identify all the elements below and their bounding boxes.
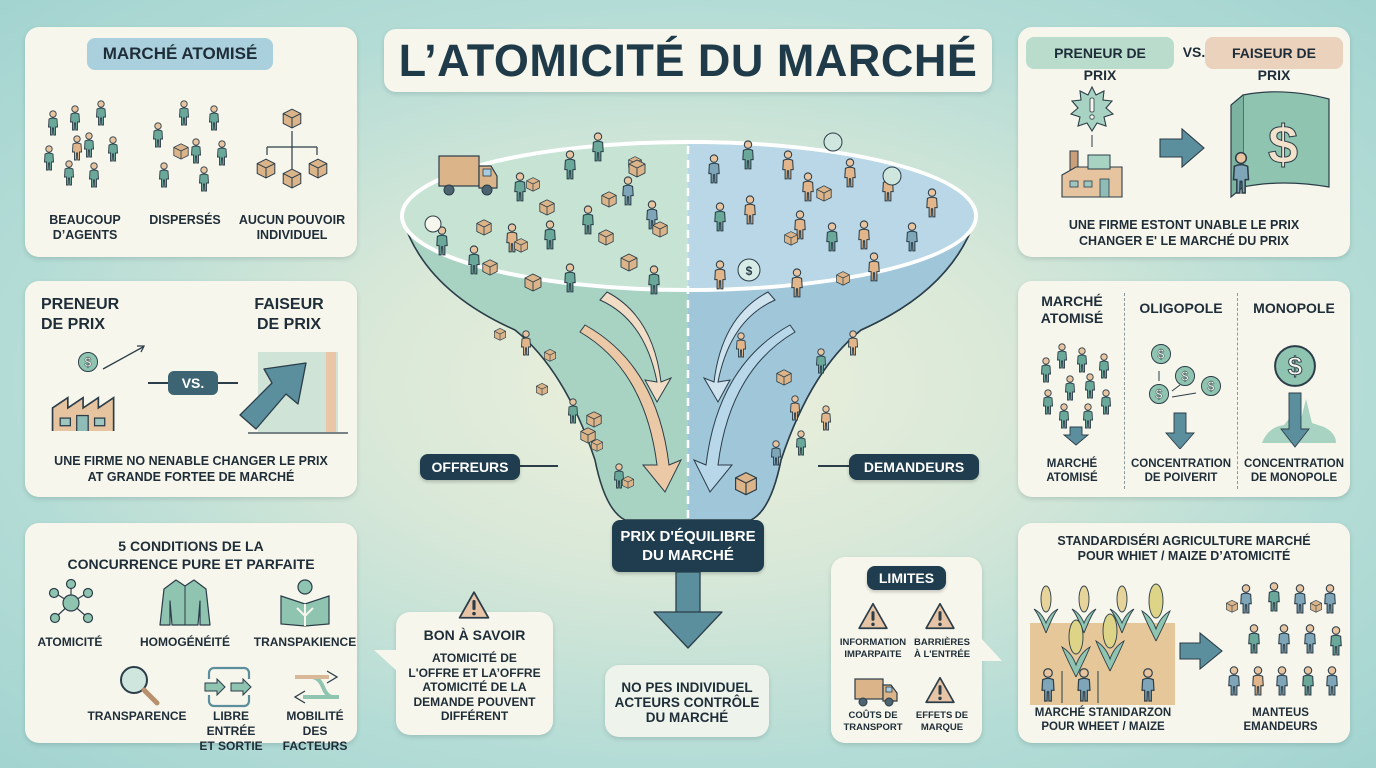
offreurs-connector <box>518 465 558 467</box>
demandeurs-connector <box>818 465 852 467</box>
price-maker-arrow-icon <box>238 349 348 445</box>
offreurs-label: OFFREURS <box>420 454 520 480</box>
vs-badge: VS. <box>168 371 218 395</box>
structure-monopole-title: MONOPOLE <box>1253 300 1335 316</box>
faiseur-pill: FAISEUR DE PRIX <box>1205 37 1343 83</box>
buyers-crowd-icon <box>1223 581 1348 706</box>
structure-oligopole-title: OLIGOPOLE <box>1139 300 1223 316</box>
shirt-icon <box>158 577 212 629</box>
monopole-coin-icon <box>1254 339 1344 449</box>
factory-alert-icon <box>1056 85 1128 205</box>
market-funnel: $ <box>395 120 995 550</box>
title-banner: L’ATOMICITÉ DU MARCHÉ <box>384 29 992 92</box>
warning-icon <box>924 601 956 631</box>
bon-a-savoir-warning-icon <box>457 590 491 620</box>
callout-tail <box>980 637 1002 661</box>
bon-a-savoir-heading: BON À SAVOIR <box>423 627 526 643</box>
vs-text: VS. <box>1182 44 1206 60</box>
panel-marche-atomise: MARCHÉ ATOMISÉ <box>25 27 357 257</box>
svg-text:$: $ <box>1268 115 1298 175</box>
atomised-crowd-icon <box>1038 339 1118 449</box>
panel-preneur-faiseur-right: PRENEUR DE PRIX VS. FAISEUR DE PRIX $ UN… <box>1018 27 1350 257</box>
label-disperses: DISPERSÉS <box>149 213 221 227</box>
price-maker-dollar-icon: $ <box>1223 87 1333 202</box>
label-homogeneite: HOMOGÉNÉITÉ <box>139 635 230 649</box>
label-transparence: TRANSPARENCE <box>87 709 187 723</box>
open-book-icon <box>279 578 331 628</box>
demandeurs-label: DEMANDEURS <box>849 454 979 480</box>
panel-heading: MARCHÉ ATOMISÉ <box>87 38 273 70</box>
warning-icon <box>924 675 956 705</box>
preneur-pill: PRENEUR DE PRIX <box>1026 37 1174 83</box>
svg-text:$: $ <box>746 264 753 278</box>
page-title: L’ATOMICITÉ DU MARCHÉ <box>398 35 978 86</box>
dispersed-people-icon <box>150 100 230 205</box>
boxes-split-icon <box>253 107 333 197</box>
right-arrow-icon <box>1178 631 1224 671</box>
callout-tail <box>374 650 398 672</box>
column-divider <box>1237 293 1238 489</box>
limites-heading: LIMITES <box>867 566 946 590</box>
vs-connector: VS. <box>148 371 238 395</box>
label-transpakience: TRANSPAKIENCE <box>253 635 357 649</box>
column-divider <box>1124 293 1125 489</box>
crowd-icon <box>43 100 133 205</box>
down-arrow-icon <box>648 572 728 650</box>
network-icon <box>47 579 95 627</box>
warning-icon <box>857 601 889 631</box>
magnifier-icon <box>117 663 161 707</box>
label-atomicite: ATOMICITÉ <box>37 635 103 649</box>
truck-icon <box>438 155 498 196</box>
oligopole-coins-icon <box>1144 339 1224 449</box>
entry-exit-icon <box>203 666 257 708</box>
crop-field-icon <box>1030 581 1180 706</box>
crossing-arrows-icon <box>293 669 341 707</box>
right-arrow-icon <box>1158 127 1206 169</box>
price-taker-factory-icon <box>47 341 147 431</box>
truck-icon <box>853 675 899 709</box>
